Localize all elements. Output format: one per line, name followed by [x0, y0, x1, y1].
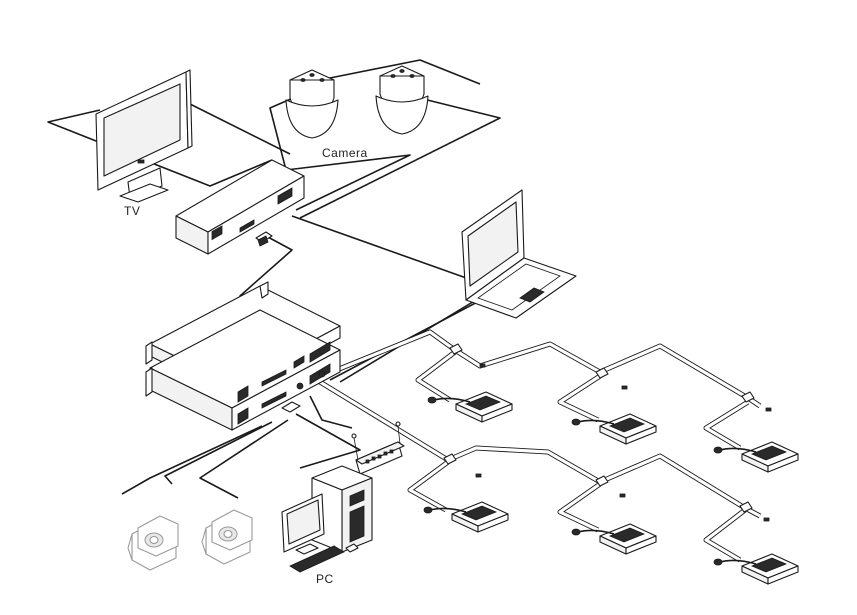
ptz-camera-icon-2: [201, 509, 253, 565]
cable-host-to-pc: [295, 413, 361, 469]
trunk-cable-upper: [321, 329, 762, 409]
conference-unit-icon-6: [713, 553, 799, 585]
conference-unit-icon-4: [423, 501, 509, 533]
laptop-icon: [461, 189, 577, 319]
conference-unit-icon-2: [571, 413, 657, 445]
conference-unit-icon-5: [571, 523, 657, 555]
ptz-camera-icon-1: [127, 515, 179, 571]
network-switch-icon: [175, 159, 305, 255]
conference-units: [423, 391, 799, 585]
dome-camera-icon-1: [285, 69, 339, 139]
desktop-pc-icon: [281, 465, 373, 573]
branch-cables: [407, 350, 750, 563]
camera-label: Camera: [322, 146, 368, 160]
conference-unit-icon-1: [427, 391, 513, 423]
cable-host-to-ptz: [121, 419, 289, 499]
junction-connectors: [443, 343, 772, 522]
tv-label: TV: [124, 204, 141, 218]
wifi-router-icon: [351, 421, 405, 475]
dome-camera-icon-2: [375, 65, 429, 135]
tv-monitor-icon: [95, 69, 193, 203]
pc-label: PC: [316, 572, 334, 586]
conference-host-icon: [145, 281, 341, 431]
conference-unit-icon-3: [713, 441, 799, 473]
cable-host-to-router: [309, 395, 353, 429]
